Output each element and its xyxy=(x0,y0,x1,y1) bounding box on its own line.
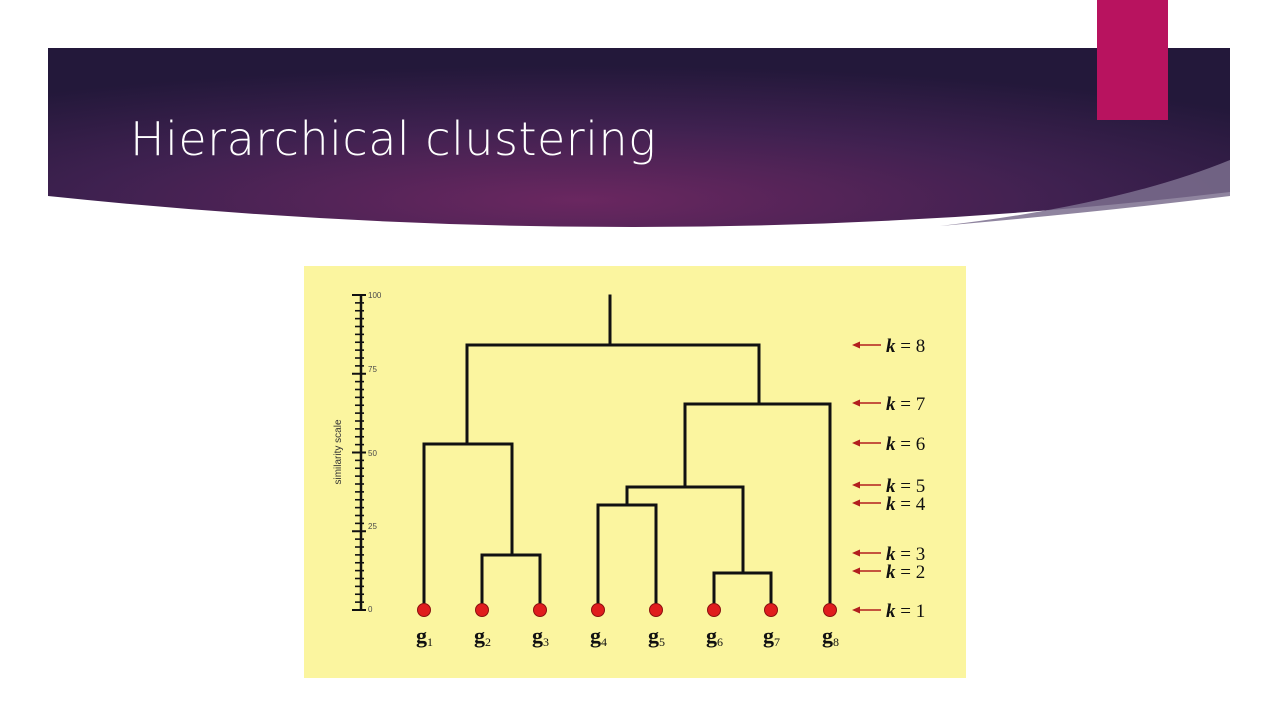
svg-text:k = 8: k = 8 xyxy=(886,336,925,357)
svg-text:k = 4: k = 4 xyxy=(886,494,926,515)
axis-tick-label: 0 xyxy=(368,605,373,614)
leaf-label: g3 xyxy=(532,623,549,649)
svg-text:k = 1: k = 1 xyxy=(886,601,925,622)
leaf-node xyxy=(823,603,837,617)
svg-text:k = 5: k = 5 xyxy=(886,476,925,497)
figure-background xyxy=(304,266,966,678)
axis-tick-label: 25 xyxy=(368,522,377,531)
svg-text:k = 2: k = 2 xyxy=(886,562,925,583)
leaf-node xyxy=(764,603,778,617)
svg-text:k = 6: k = 6 xyxy=(886,434,925,455)
leaf-node xyxy=(417,603,431,617)
axis-tick-label: 100 xyxy=(368,291,382,300)
axis-tick-label: 75 xyxy=(368,365,377,374)
leaf-label: g1 xyxy=(416,623,433,649)
merge-root xyxy=(465,343,761,446)
svg-text:k = 7: k = 7 xyxy=(886,394,925,415)
leaf-node xyxy=(591,603,605,617)
k-marker: k = 2 xyxy=(852,562,925,583)
leaf-label: g7 xyxy=(763,623,780,649)
leaf-nodes xyxy=(417,603,837,617)
leaf-labels: g1 g2 g3 g4 g5 g6 g7 g8 xyxy=(416,623,839,649)
leaf-label: g5 xyxy=(648,623,665,649)
leaf-label: g4 xyxy=(590,623,607,649)
similarity-axis: similarity scale 0 25 50 75 100 xyxy=(333,291,382,614)
leaf-node xyxy=(649,603,663,617)
k-marker: k = 7 xyxy=(852,394,925,415)
k-marker: k = 3 xyxy=(852,544,925,565)
k-marker: k = 4 xyxy=(852,494,926,515)
title-banner xyxy=(0,0,1280,260)
axis-tick-label: 50 xyxy=(368,449,377,458)
dendrogram-tree xyxy=(422,294,832,610)
leaf-label: g8 xyxy=(822,623,839,649)
slide-title: Hierarchical clustering xyxy=(130,112,657,166)
leaf-label: g6 xyxy=(706,623,723,649)
leaf-node xyxy=(533,603,547,617)
leaf-node xyxy=(475,603,489,617)
k-marker: k = 5 xyxy=(852,476,925,497)
leaf-label: g2 xyxy=(474,623,491,649)
dendrogram-figure: similarity scale 0 25 50 75 100 xyxy=(304,266,966,678)
accent-tab xyxy=(1097,0,1168,120)
k-marker: k = 1 xyxy=(852,601,925,622)
k-marker: k = 8 xyxy=(852,336,925,357)
k-markers: k = 8 k = 7 k = 6 k = 5 k = 4 k = 3 k = … xyxy=(852,336,926,622)
leaf-node xyxy=(707,603,721,617)
axis-label: similarity scale xyxy=(333,419,344,484)
svg-text:k = 3: k = 3 xyxy=(886,544,925,565)
k-marker: k = 6 xyxy=(852,434,925,455)
